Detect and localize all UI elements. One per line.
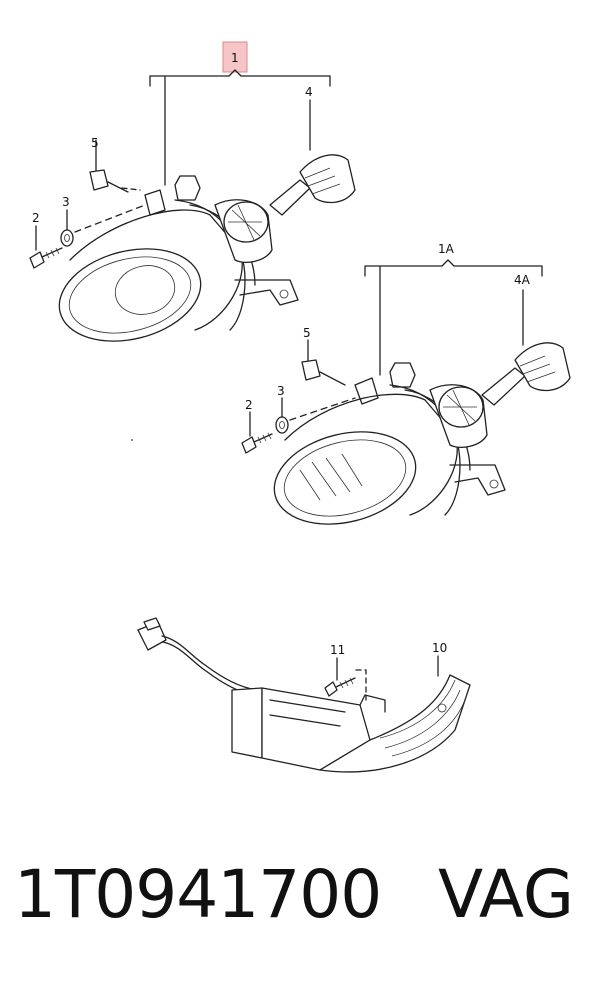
callout-10[interactable]: 10 (432, 641, 447, 655)
stray-dot (131, 439, 133, 441)
callout-5b[interactable]: 5 (303, 326, 311, 340)
callout-4[interactable]: 4 (305, 85, 313, 99)
part-number: 1T0941700 (14, 856, 382, 933)
footer: 1T0941700 VAG (0, 862, 600, 952)
callout-5[interactable]: 5 (91, 136, 99, 150)
callout-2b[interactable]: 2 (245, 398, 253, 412)
callout-2[interactable]: 2 (32, 211, 40, 225)
callout-3[interactable]: 3 (62, 195, 70, 209)
brand-label: VAG (437, 856, 574, 933)
fog-lamp-assembly-left: 1 4 (29, 41, 356, 342)
side-lamp-assembly: 11 10 (137, 617, 471, 773)
fog-lamp-assembly-right: 1A 4A 5 3 2 (241, 242, 571, 525)
callout-4a[interactable]: 4A (514, 273, 531, 287)
callout-3b[interactable]: 3 (277, 384, 285, 398)
callout-1[interactable]: 1 (231, 51, 239, 65)
exploded-parts-diagram: 1 4 (29, 41, 571, 773)
callout-11[interactable]: 11 (330, 643, 345, 657)
callout-1a[interactable]: 1A (438, 242, 455, 256)
callout-1-highlight[interactable] (222, 41, 248, 73)
